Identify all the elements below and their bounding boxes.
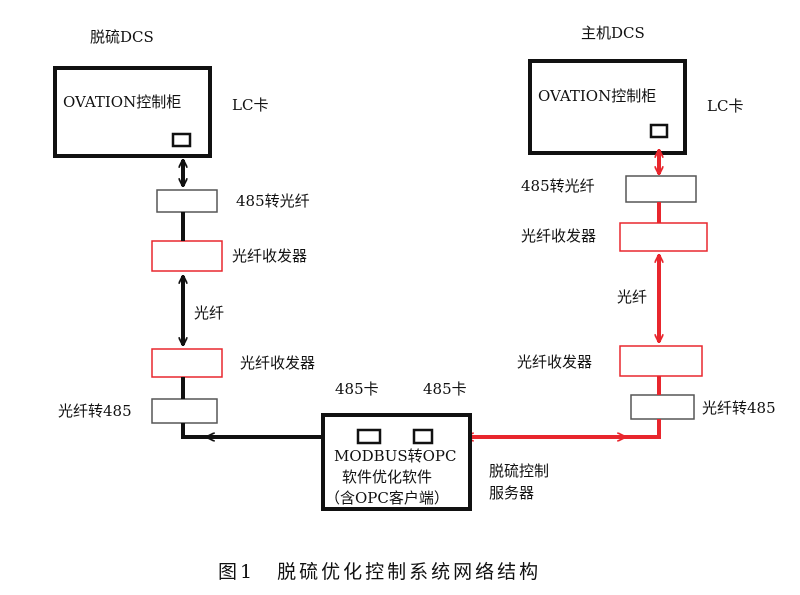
software-line3: （含OPC客户端） <box>325 489 449 507</box>
right-transceiver-top <box>619 222 708 252</box>
software-line2: 软件优化软件 <box>342 468 432 486</box>
server-label-line1: 脱硫控制 <box>489 462 549 480</box>
right-converter-top <box>625 175 697 203</box>
left-control-cabinet <box>53 66 212 158</box>
right-control-cabinet <box>528 59 687 155</box>
right-converter-bottom-label: 光纤转485 <box>702 399 776 417</box>
left-converter-bottom-label: 光纤转485 <box>58 402 132 420</box>
center-card-right-label: 485卡 <box>423 380 467 398</box>
left-fiber-label: 光纤 <box>194 304 224 322</box>
right-lc-card <box>649 123 669 139</box>
right-converter-top-label: 485转光纤 <box>521 177 595 195</box>
right-link-elbow <box>625 419 661 439</box>
right-cabinet-label: OVATION控制柜 <box>538 87 656 105</box>
left-transceiver-top-label: 光纤收发器 <box>232 247 307 265</box>
left-cabinet-label: OVATION控制柜 <box>63 93 181 111</box>
left-system-title: 脱硫DCS <box>90 28 154 46</box>
right-card-label: LC卡 <box>707 97 743 115</box>
left-converter-top-label: 485转光纤 <box>236 192 310 210</box>
left-card-label: LC卡 <box>232 96 268 114</box>
left-converter-top <box>156 189 218 213</box>
left-lc-card <box>171 132 192 148</box>
left-link-elbow <box>181 423 207 439</box>
left-transceiver-bottom <box>151 348 223 378</box>
center-485-card-left <box>356 428 382 445</box>
right-converter-bottom <box>630 394 695 420</box>
right-fiber-label: 光纤 <box>617 288 647 306</box>
figure-caption: 图1 脱硫优化控制系统网络结构 <box>218 561 541 583</box>
center-card-left-label: 485卡 <box>335 380 379 398</box>
software-line1: MODBUS转OPC <box>334 447 457 465</box>
optimization-server <box>321 413 472 511</box>
center-485-card-right <box>412 428 434 445</box>
right-transceiver-bottom <box>619 345 703 377</box>
right-transceiver-top-label: 光纤收发器 <box>521 227 596 245</box>
right-transceiver-bottom-label: 光纤收发器 <box>517 353 592 371</box>
server-label-line2: 服务器 <box>489 484 534 502</box>
right-system-title: 主机DCS <box>581 24 645 42</box>
left-converter-bottom <box>151 398 218 424</box>
left-transceiver-bottom-label: 光纤收发器 <box>240 354 315 372</box>
left-transceiver-top <box>151 240 223 272</box>
